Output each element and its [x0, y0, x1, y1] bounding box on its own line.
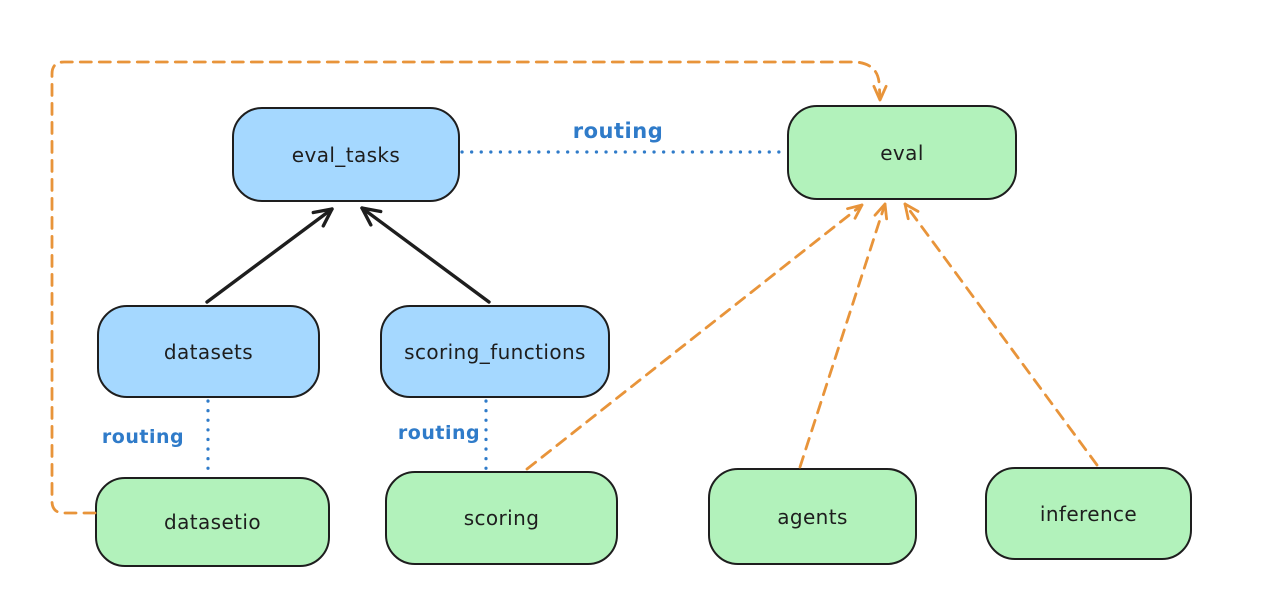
node-eval-label: eval — [880, 140, 924, 165]
node-eval-tasks-label: eval_tasks — [291, 142, 401, 167]
node-scoring: scoring — [385, 471, 618, 565]
node-scoring-functions: scoring_functions — [380, 305, 610, 398]
node-datasets: datasets — [97, 305, 320, 398]
node-inference-label: inference — [1039, 501, 1138, 526]
node-agents-label: agents — [777, 504, 848, 529]
node-inference: inference — [985, 467, 1192, 560]
node-eval-tasks: eval_tasks — [232, 107, 460, 202]
node-datasetio-label: datasetio — [163, 510, 261, 534]
edge-label-routing-datasets-datasetio: routing — [101, 426, 185, 448]
edge-label-routing-eval-tasks-eval: routing — [572, 119, 664, 143]
edge-scoring-functions-to-eval-tasks — [360, 206, 491, 304]
edge-label-routing-scoring-functions-scoring: routing — [397, 422, 481, 444]
node-eval: eval — [787, 105, 1017, 200]
edge-agents-to-eval — [798, 202, 888, 469]
node-scoring-label: scoring — [463, 506, 540, 530]
node-agents: agents — [708, 468, 917, 565]
node-datasets-label: datasets — [163, 339, 254, 364]
edge-datasets-to-eval-tasks — [205, 207, 334, 304]
node-scoring-functions-label: scoring_functions — [404, 339, 586, 364]
edge-inference-to-eval — [903, 202, 1099, 467]
node-datasetio: datasetio — [95, 477, 330, 567]
